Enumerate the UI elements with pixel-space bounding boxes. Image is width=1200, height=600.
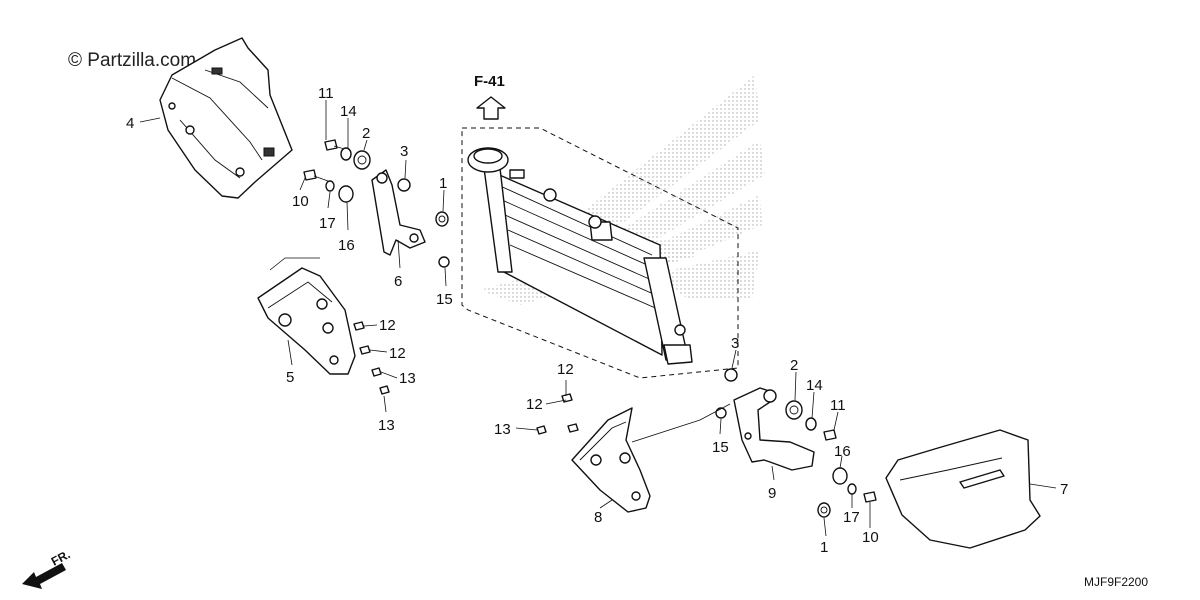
right-hardware	[536, 368, 877, 518]
arrow-left-down-icon	[22, 563, 66, 589]
callout-16[interactable]: 16	[834, 443, 851, 460]
callout-15[interactable]: 15	[712, 439, 729, 456]
left-stay-bracket[interactable]	[371, 169, 426, 256]
left-hardware	[303, 139, 450, 395]
callout-7[interactable]: 7	[1060, 481, 1068, 498]
callout-10[interactable]: 10	[862, 529, 879, 546]
callout-labels: 11 14 2 3 1 4 10 17 16 6 15 12 12 5 13 1…	[126, 85, 1068, 556]
right-cover[interactable]	[885, 429, 1041, 549]
callout-1[interactable]: 1	[820, 539, 828, 556]
callout-2[interactable]: 2	[790, 357, 798, 374]
direction-label: FR.	[49, 547, 73, 568]
right-stay-bracket[interactable]	[733, 387, 815, 471]
callout-4[interactable]: 4	[126, 115, 134, 132]
callout-13[interactable]: 13	[494, 421, 511, 438]
callout-17[interactable]: 17	[843, 509, 860, 526]
callout-12[interactable]: 12	[557, 361, 574, 378]
reference-label: F-41	[474, 73, 505, 90]
callout-8[interactable]: 8	[594, 509, 602, 526]
right-lower-cover[interactable]	[571, 407, 651, 513]
leader-lines	[139, 100, 1057, 537]
callout-2[interactable]: 2	[362, 125, 370, 142]
reference-arrow[interactable]: F-41	[474, 73, 506, 120]
up-arrow-icon	[476, 96, 506, 120]
callout-12[interactable]: 12	[526, 396, 543, 413]
diagram-code: MJF9F2200	[1084, 575, 1148, 589]
callout-15[interactable]: 15	[436, 291, 453, 308]
front-direction-indicator: FR.	[22, 547, 72, 589]
callout-12[interactable]: 12	[389, 345, 406, 362]
callout-9[interactable]: 9	[768, 485, 776, 502]
callout-14[interactable]: 14	[806, 377, 823, 394]
callout-17[interactable]: 17	[319, 215, 336, 232]
callout-13[interactable]: 13	[378, 417, 395, 434]
callout-6[interactable]: 6	[394, 273, 402, 290]
callout-16[interactable]: 16	[338, 237, 355, 254]
callout-5[interactable]: 5	[286, 369, 294, 386]
callout-11[interactable]: 11	[318, 85, 334, 102]
radiator	[467, 147, 693, 365]
callout-11[interactable]: 11	[830, 397, 846, 414]
left-upper-cover[interactable]	[159, 37, 293, 199]
callout-14[interactable]: 14	[340, 103, 357, 120]
left-lower-cover[interactable]	[257, 267, 356, 375]
callout-3[interactable]: 3	[400, 143, 408, 160]
callout-12[interactable]: 12	[379, 317, 396, 334]
radiator-boundary	[461, 127, 739, 379]
callout-1[interactable]: 1	[439, 175, 447, 192]
callout-13[interactable]: 13	[399, 370, 416, 387]
callout-10[interactable]: 10	[292, 193, 309, 210]
callout-3[interactable]: 3	[731, 335, 739, 352]
watermark: © Partzilla.com	[68, 50, 196, 71]
